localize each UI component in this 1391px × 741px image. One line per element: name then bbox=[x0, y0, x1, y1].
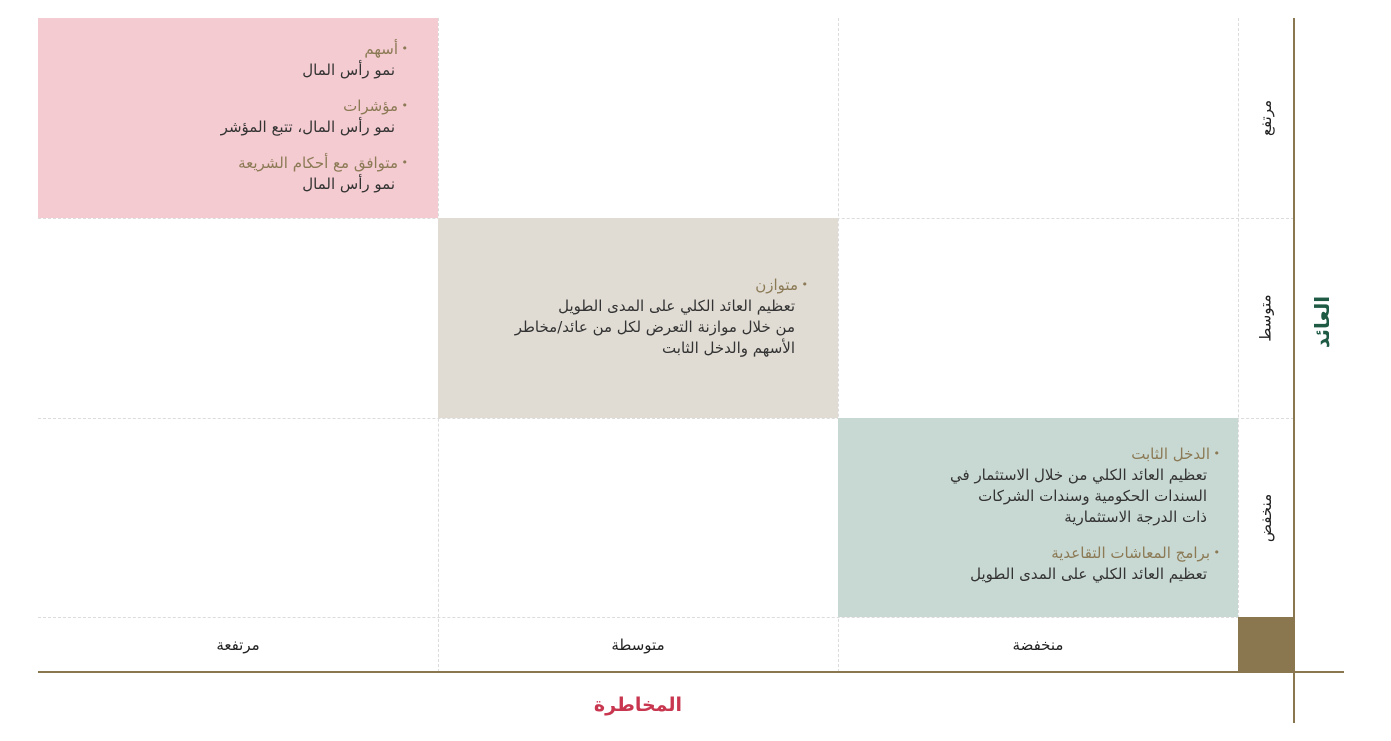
cell-medium-risk-medium-return bbox=[438, 218, 838, 418]
item-title: متوافق مع أحكام الشريعة bbox=[150, 152, 408, 174]
list-item: برامج المعاشات التقاعدية تعظيم العائد ال… bbox=[850, 542, 1220, 585]
list-item: متوازن تعظيم العائد الكلي على المدى الطو… bbox=[440, 274, 808, 359]
cell-items-medium: متوازن تعظيم العائد الكلي على المدى الطو… bbox=[440, 274, 808, 373]
column-label-low: منخفضة bbox=[1012, 636, 1064, 654]
item-description: تعظيم العائد الكلي من خلال الاستثمار في … bbox=[950, 466, 1207, 526]
grid-line-vertical bbox=[1238, 18, 1239, 618]
list-item: الدخل الثابت تعظيم العائد الكلي من خلال … bbox=[850, 443, 1220, 528]
item-description: نمو رأس المال bbox=[302, 61, 395, 79]
row-label-text: متوسط bbox=[1257, 294, 1275, 342]
item-title: الدخل الثابت bbox=[850, 443, 1220, 465]
grid-line-horizontal bbox=[38, 617, 1294, 618]
item-description: تعظيم العائد الكلي على المدى الطويل bbox=[970, 565, 1207, 583]
column-label-medium: متوسطة bbox=[611, 636, 665, 654]
cell-items-high: أسهم نمو رأس المال مؤشرات نمو رأس المال،… bbox=[150, 38, 408, 209]
grid-line-horizontal bbox=[38, 418, 1294, 419]
row-label-text: مرتفع bbox=[1257, 99, 1275, 137]
item-description: تعظيم العائد الكلي على المدى الطويل من خ… bbox=[514, 297, 795, 357]
list-item: مؤشرات نمو رأس المال، تتبع المؤشر bbox=[150, 95, 408, 138]
item-description: نمو رأس المال bbox=[302, 175, 395, 193]
row-label-high: مرتفع bbox=[1238, 18, 1294, 218]
list-item: متوافق مع أحكام الشريعة نمو رأس المال bbox=[150, 152, 408, 195]
item-title: أسهم bbox=[150, 38, 408, 60]
row-label-text: منخفض bbox=[1257, 493, 1275, 542]
item-title: برامج المعاشات التقاعدية bbox=[850, 542, 1220, 564]
corner-block bbox=[1238, 617, 1294, 672]
item-title: مؤشرات bbox=[150, 95, 408, 117]
column-label-high: مرتفعة bbox=[216, 636, 260, 654]
row-label-medium: متوسط bbox=[1238, 218, 1294, 418]
item-title: متوازن bbox=[440, 274, 808, 296]
item-description: نمو رأس المال، تتبع المؤشر bbox=[220, 118, 395, 136]
return-axis-line bbox=[1293, 18, 1295, 723]
row-label-low: منخفض bbox=[1238, 418, 1294, 617]
grid-line-vertical bbox=[838, 18, 839, 672]
return-axis-title: العائد bbox=[1300, 296, 1344, 348]
risk-axis-line bbox=[38, 671, 1344, 673]
return-axis-title-text: العائد bbox=[1310, 295, 1335, 349]
cell-items-low: الدخل الثابت تعظيم العائد الكلي من خلال … bbox=[850, 443, 1220, 599]
risk-axis-title: المخاطرة bbox=[593, 694, 683, 716]
list-item: أسهم نمو رأس المال bbox=[150, 38, 408, 81]
